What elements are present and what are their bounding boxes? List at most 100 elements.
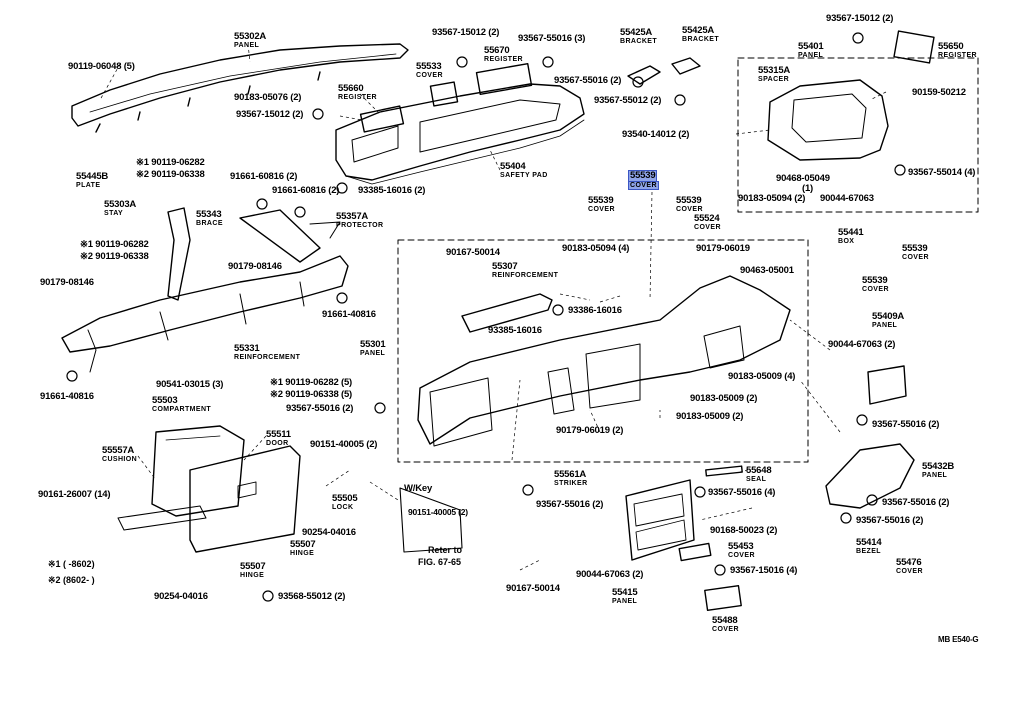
- callout-ref-line1: Reter to: [428, 545, 463, 555]
- cover-55488: [704, 585, 742, 611]
- part-label: 93567-15012 (2): [826, 13, 894, 24]
- part-label: 55301: [360, 339, 386, 350]
- part-label: 90119-06048 (5): [68, 61, 135, 72]
- part-label: 93567-15012 (2): [432, 27, 500, 38]
- part-label: 90044-67063 (2): [828, 339, 896, 350]
- part-name-highlighted[interactable]: COVER: [628, 181, 659, 190]
- part-label: 90183-05094 (2): [738, 193, 806, 204]
- part-label: 90179-06019 (2): [556, 425, 624, 436]
- part-name: COVER: [862, 286, 889, 293]
- part-label: 90463-05001: [740, 265, 794, 276]
- part-name: COMPARTMENT: [152, 406, 212, 413]
- part-name: CUSHION: [102, 456, 138, 463]
- part-label: 93386-16016: [568, 305, 622, 316]
- part-label: 90168-50023 (2): [710, 525, 778, 536]
- part-label: 55507: [290, 539, 316, 550]
- part-label: 90161-26007 (14): [38, 489, 111, 500]
- w-key-callout-box: [399, 487, 463, 553]
- part-label: 55507: [240, 561, 266, 572]
- part-label: 93568-55012 (2): [278, 591, 346, 602]
- part-name: COVER: [676, 206, 703, 213]
- part-label: 90541-03015 (3): [156, 379, 224, 390]
- part-name: DOOR: [266, 440, 289, 447]
- part-label: 93567-15016 (4): [730, 565, 798, 576]
- part-label: 90044-67063 (2): [576, 569, 644, 580]
- part-name: BEZEL: [856, 548, 881, 555]
- footnote-2: ※2 (8602- ): [48, 575, 95, 585]
- door-55511: [189, 445, 301, 553]
- part-label: 91661-60816 (2): [230, 171, 298, 182]
- part-label-highlighted[interactable]: 55539: [628, 170, 658, 182]
- part-label: 90183-05076 (2): [234, 92, 302, 103]
- part-name: PANEL: [798, 52, 824, 59]
- part-name: REGISTER: [484, 56, 523, 63]
- panel-55409a: [867, 365, 907, 405]
- seal-55648: [705, 465, 743, 477]
- part-label: 55307: [492, 261, 518, 272]
- part-label: 55357A: [336, 211, 369, 222]
- part-name: BRACE: [196, 220, 223, 227]
- part-name: PROTECTOR: [336, 222, 384, 229]
- part-name: COVER: [416, 72, 443, 79]
- part-label: 93567-55016 (2): [536, 499, 604, 510]
- part-name: COVER: [728, 552, 755, 559]
- part-label: ※1 90119-06282: [136, 157, 205, 168]
- part-label: 55425A: [620, 27, 653, 38]
- compartment-55503: [151, 425, 245, 517]
- part-label: (1): [802, 183, 814, 194]
- part-name: SAFETY PAD: [500, 172, 548, 179]
- part-label: 93385-16016 (2): [358, 185, 426, 196]
- part-name: PLATE: [76, 182, 101, 189]
- part-label: 55511: [266, 429, 291, 440]
- part-label: 55524: [694, 213, 720, 224]
- part-label: 55432B: [922, 461, 955, 472]
- part-label: 55404: [500, 161, 526, 172]
- part-name: PANEL: [234, 42, 260, 49]
- register-55650: [893, 30, 935, 64]
- cover-55533: [429, 81, 459, 107]
- part-label: 93567-55012 (2): [594, 95, 662, 106]
- part-label: 55401: [798, 41, 824, 52]
- panel-55432b: [825, 443, 915, 509]
- part-label: 55660: [338, 83, 364, 94]
- part-label: ※1 90119-06282 (5): [270, 377, 353, 388]
- part-label: 55445B: [76, 171, 109, 182]
- part-name: PANEL: [612, 598, 638, 605]
- part-name: BRACKET: [682, 36, 720, 43]
- diagram-code: MB E540-G: [938, 635, 979, 644]
- part-name: COVER: [694, 224, 721, 231]
- callout-title: W/Key: [404, 483, 433, 494]
- part-label: 55315A: [758, 65, 791, 76]
- part-label: 90468-05049: [776, 173, 830, 184]
- part-label: 55505: [332, 493, 358, 504]
- panel-55301: [417, 275, 791, 445]
- part-label: 55539: [676, 195, 702, 206]
- part-label: 90183-05009 (2): [690, 393, 758, 404]
- panel-55401: [767, 79, 889, 161]
- footnote-1: ※1 ( -8602): [48, 559, 95, 569]
- part-name: SEAL: [746, 476, 767, 483]
- panel-55415: [625, 479, 695, 561]
- part-label: ※1 90119-06282: [80, 239, 149, 250]
- part-label: 55561A: [554, 469, 587, 480]
- register-55660: [359, 105, 405, 133]
- part-label: 55409A: [872, 311, 905, 322]
- part-name: COVER: [712, 626, 739, 633]
- part-label: 55539: [902, 243, 928, 254]
- part-label: 90167-50014: [446, 247, 500, 258]
- part-label: 93567-55016 (2): [554, 75, 622, 86]
- part-label: 55343: [196, 209, 222, 220]
- part-name: REGISTER: [338, 94, 377, 101]
- part-name: COVER: [896, 568, 923, 575]
- panel-55302a: [71, 43, 409, 127]
- part-name: REINFORCEMENT: [234, 354, 301, 361]
- part-label: 93540-14012 (2): [622, 129, 690, 140]
- part-label: 55670: [484, 45, 510, 56]
- part-label: 55648: [746, 465, 772, 476]
- part-label: 93567-55016 (3): [518, 33, 586, 44]
- part-label: 90044-67063: [820, 193, 874, 204]
- part-name: REINFORCEMENT: [492, 272, 559, 279]
- part-name: BOX: [838, 238, 855, 245]
- part-label: 55453: [728, 541, 754, 552]
